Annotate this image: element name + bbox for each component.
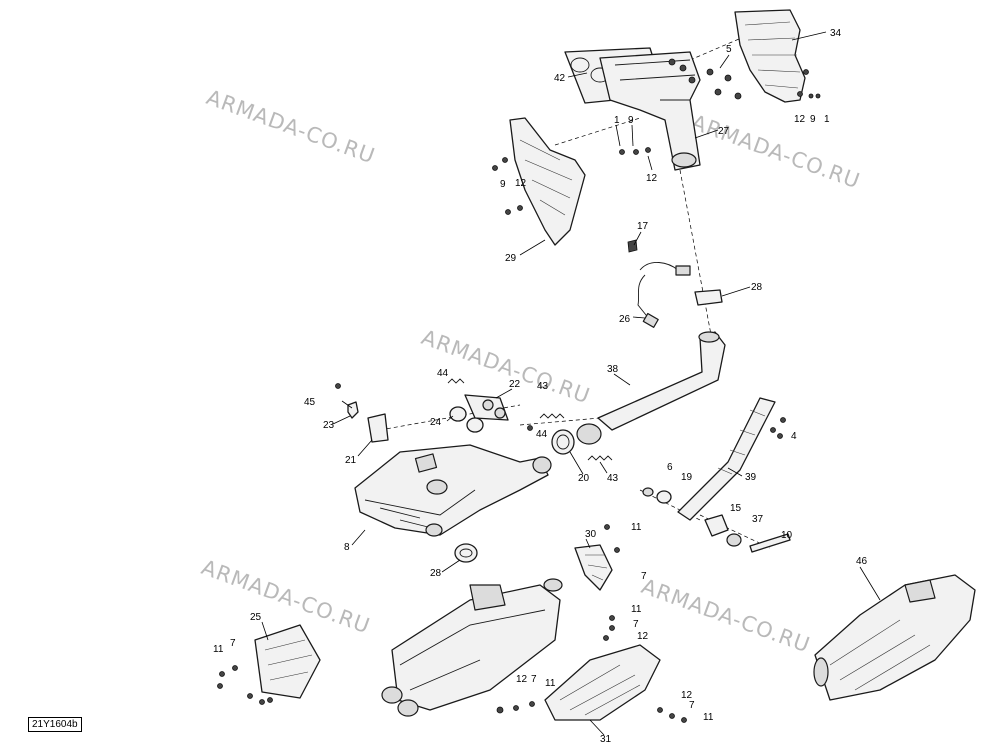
callout-1: 1 xyxy=(824,114,830,125)
callout-15: 15 xyxy=(730,503,742,514)
part-28-clamp-lower xyxy=(454,543,478,563)
part-hangers-grommets xyxy=(335,378,533,443)
watermark: ARMADA-CO.RU xyxy=(203,85,378,168)
watermark: ARMADA-CO.RU xyxy=(198,555,373,638)
callout-29: 29 xyxy=(505,253,517,264)
part-lower-muffler xyxy=(381,578,563,717)
callout-27: 27 xyxy=(718,126,730,137)
callout-46: 46 xyxy=(856,556,868,567)
callout-10: 10 xyxy=(781,530,793,541)
callout-12: 12 xyxy=(681,690,693,701)
callout-9: 9 xyxy=(500,179,506,190)
callout-12: 12 xyxy=(515,178,527,189)
part-28-clamp-upper xyxy=(694,289,723,306)
part-38-exhaust-pipe xyxy=(576,331,726,445)
part-39-support-bracket xyxy=(642,397,786,521)
callout-9: 9 xyxy=(628,115,634,126)
callout-7: 7 xyxy=(633,619,639,630)
callout-11: 11 xyxy=(631,522,642,533)
part-29-heat-shield xyxy=(492,117,651,246)
callout-43: 43 xyxy=(607,473,619,484)
callout-44: 44 xyxy=(536,429,548,440)
part-26-oxygen-sensor xyxy=(627,239,691,328)
part-20-pipe-gasket xyxy=(551,429,575,455)
callout-28: 28 xyxy=(430,568,442,579)
callout-labels: 34 42 5 1 9 12 9 1 27 12 12 9 29 17 28 2… xyxy=(213,28,868,744)
part-30-heat-shield xyxy=(574,524,620,591)
callout-34: 34 xyxy=(830,28,842,39)
callout-11: 11 xyxy=(213,644,224,655)
callout-38: 38 xyxy=(607,364,619,375)
callout-6: 6 xyxy=(667,462,673,473)
part-25-end-cap xyxy=(217,624,321,705)
callout-37: 37 xyxy=(752,514,764,525)
part-46-alternate-muffler xyxy=(813,574,976,701)
callout-21: 21 xyxy=(345,455,357,466)
callout-30: 30 xyxy=(585,529,597,540)
part-43-springs xyxy=(539,413,613,461)
callout-19: 19 xyxy=(681,472,693,483)
callout-23: 23 xyxy=(323,420,335,431)
callout-1: 1 xyxy=(614,115,620,126)
callout-17: 17 xyxy=(637,221,649,232)
callout-12: 12 xyxy=(646,173,658,184)
callout-42: 42 xyxy=(554,73,566,84)
callout-12: 12 xyxy=(794,114,806,125)
callout-8: 8 xyxy=(344,542,350,553)
callout-39: 39 xyxy=(745,472,757,483)
callout-31: 31 xyxy=(600,734,612,744)
callout-22: 22 xyxy=(509,379,521,390)
callout-12: 12 xyxy=(637,631,649,642)
part-15-37-10-hardware xyxy=(704,514,791,553)
callout-26: 26 xyxy=(619,314,631,325)
leader-lines xyxy=(261,31,881,736)
callout-4: 4 xyxy=(791,431,797,442)
callout-7: 7 xyxy=(531,674,537,685)
callout-11: 11 xyxy=(703,712,714,723)
callout-5: 5 xyxy=(726,44,732,55)
callout-9: 9 xyxy=(810,114,816,125)
diagram-reference-code: 21Y1604b xyxy=(28,717,82,732)
callout-45: 45 xyxy=(304,397,316,408)
callout-7: 7 xyxy=(641,571,647,582)
watermark: ARMADA-CO.RU xyxy=(638,574,813,657)
callout-7: 7 xyxy=(230,638,236,649)
callout-12: 12 xyxy=(516,674,528,685)
callout-24: 24 xyxy=(430,417,442,428)
part-31-heat-shield xyxy=(496,615,687,723)
callout-7: 7 xyxy=(689,700,695,711)
part-8-muffler xyxy=(354,444,552,537)
callout-28: 28 xyxy=(751,282,763,293)
watermark: ARMADA-CO.RU xyxy=(688,110,863,193)
callout-43: 43 xyxy=(537,381,549,392)
part-34-heat-shield xyxy=(734,9,821,103)
callout-25: 25 xyxy=(250,612,262,623)
callout-11: 11 xyxy=(631,604,642,615)
part-27-exhaust-manifold xyxy=(599,51,742,171)
watermark: ARMADA-CO.RU xyxy=(418,325,593,408)
callout-11: 11 xyxy=(545,678,556,689)
callout-20: 20 xyxy=(578,473,590,484)
callout-44: 44 xyxy=(437,368,449,379)
